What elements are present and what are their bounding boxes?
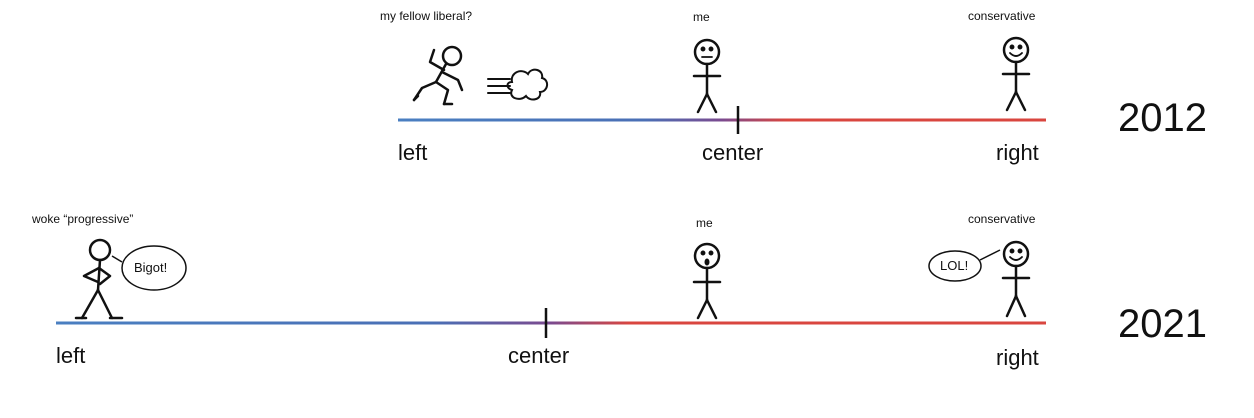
dust-cloud-icon [487,68,548,101]
year-2021: 2021 [1118,302,1207,346]
conservative-figure-2021 [1001,240,1031,318]
axis-right-2021: right [996,345,1039,370]
lol-speech-bubble [928,249,1001,282]
me-figure-2012 [692,38,722,114]
running-liberal-figure [412,45,464,106]
me-label-2012: me [693,10,710,24]
axis-left-2012: left [398,140,428,165]
progressive-label: woke “progressive” [32,212,134,226]
conservative-label-2021: conservative [968,212,1036,226]
progressive-figure [74,238,124,320]
axis-right-2012: right [996,140,1039,165]
conservative-figure-2012 [1001,36,1031,112]
lol-speech-text: LOL! [940,258,969,273]
liberal-label: my fellow liberal? [380,9,473,23]
me-label-2021: me [696,216,713,230]
axis-left-2021: left [56,343,86,368]
conservative-label-2012: conservative [968,9,1036,23]
bigot-speech-bubble [111,245,187,291]
axis-center-2021: center [508,343,570,368]
me-figure-2021 [692,242,722,320]
bigot-speech-text: Bigot! [134,260,168,275]
year-2012: 2012 [1118,96,1207,140]
axis-center-2012: center [702,140,764,165]
